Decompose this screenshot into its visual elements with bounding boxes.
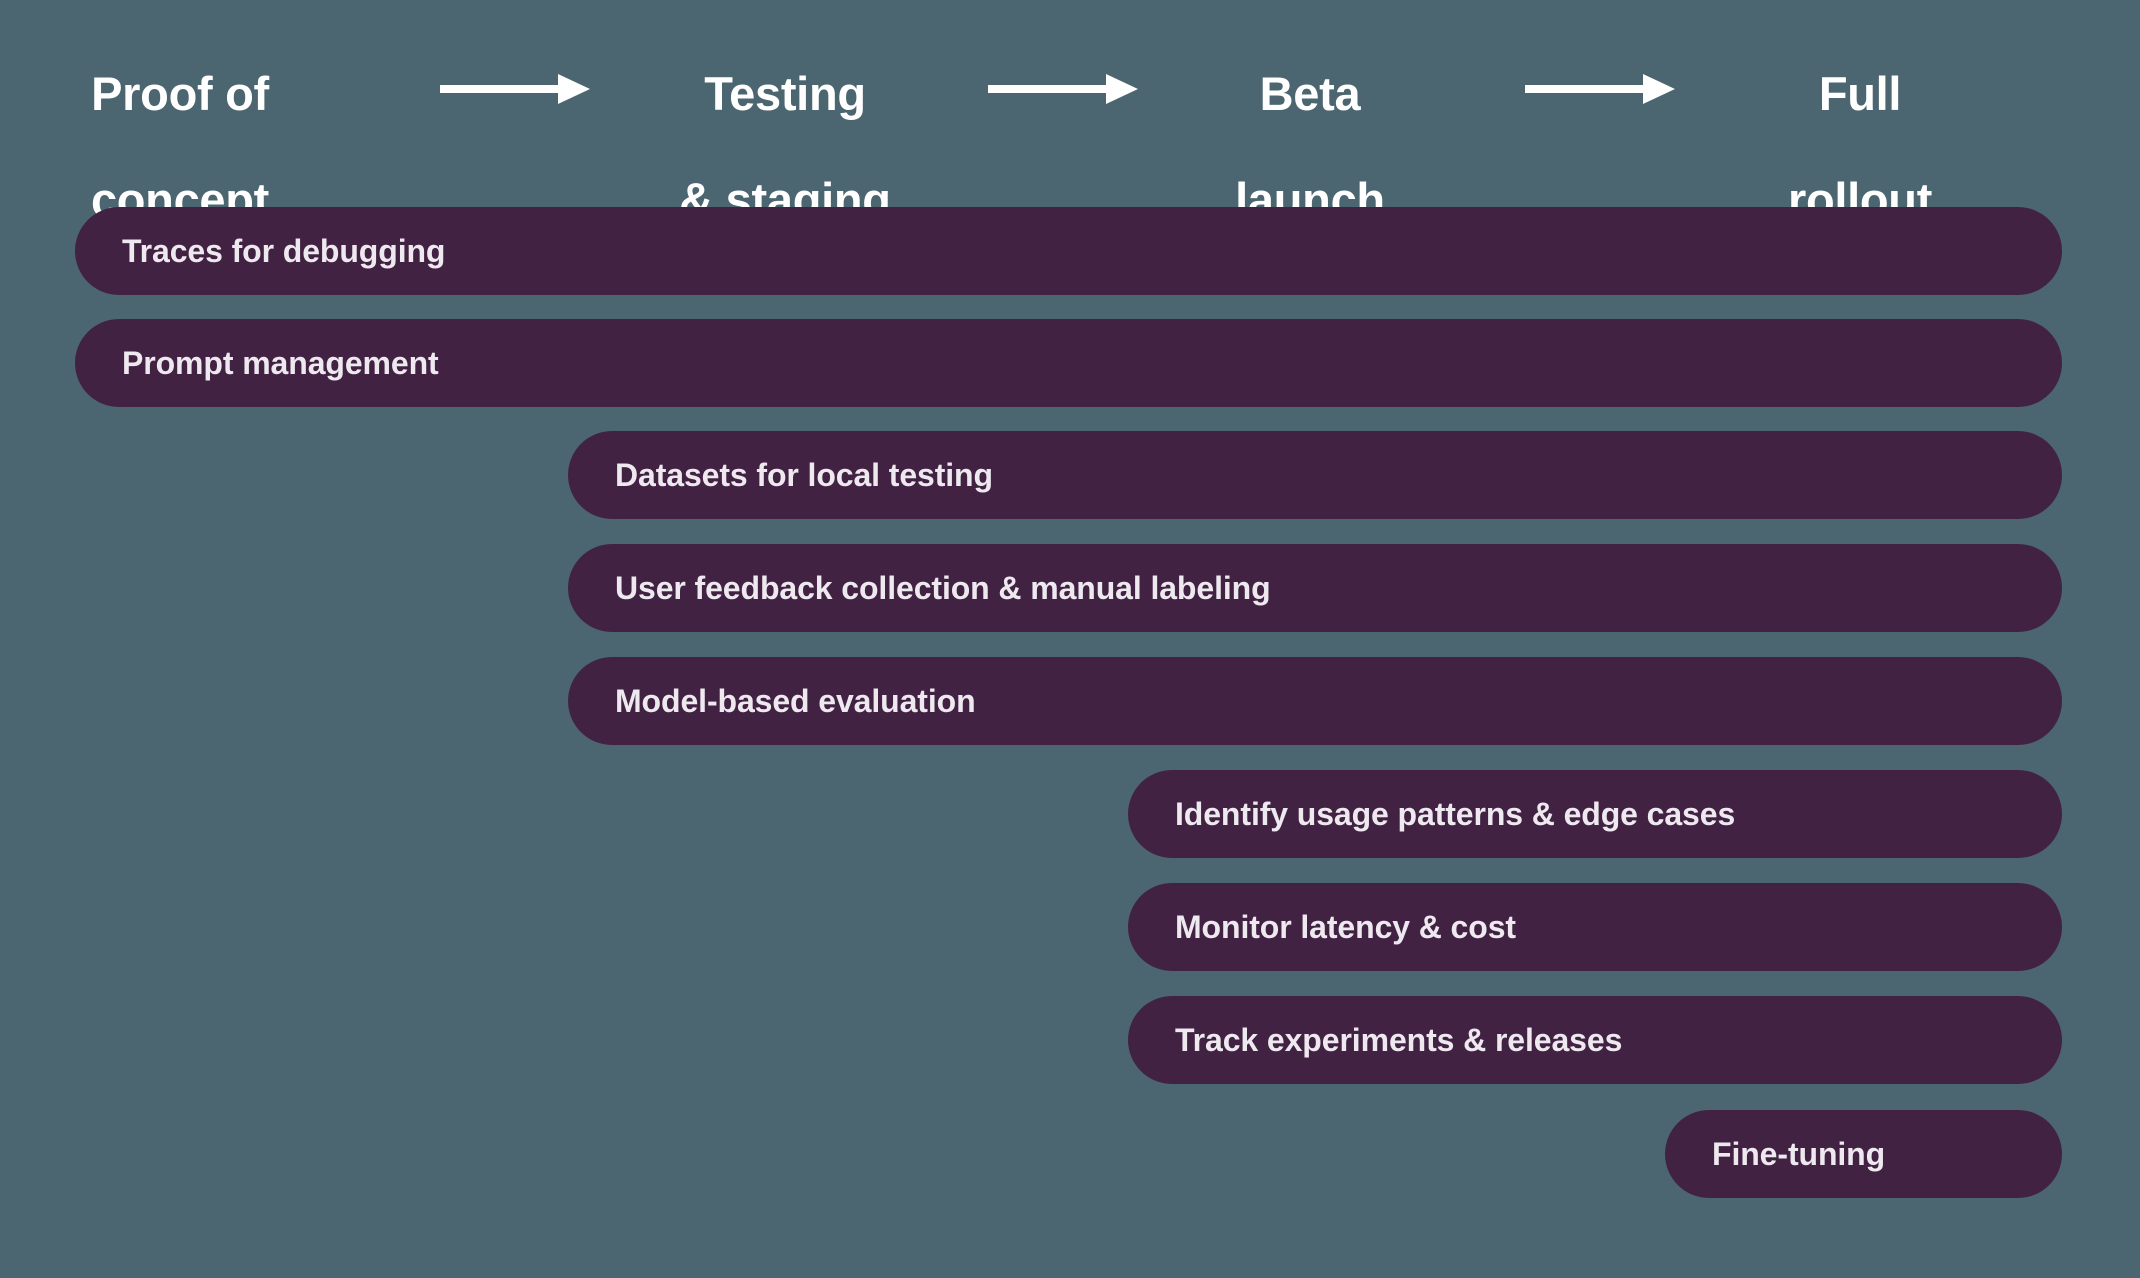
capability-bar-track-experiments-and-releases[interactable]: Track experiments & releases bbox=[1128, 996, 2062, 1084]
capability-bar-label: Prompt management bbox=[122, 344, 439, 381]
phase-label-line-1: Beta bbox=[1259, 67, 1361, 121]
arrow-1-icon bbox=[440, 74, 590, 104]
capability-bar-label: Track experiments & releases bbox=[1175, 1021, 1623, 1058]
arrow-2-icon bbox=[988, 74, 1138, 104]
capability-bar-label: Model-based evaluation bbox=[615, 682, 976, 719]
capability-bar-prompt-management[interactable]: Prompt management bbox=[75, 319, 2062, 407]
phase-label-line-1: Full bbox=[1818, 67, 1902, 121]
capability-bar-model-based-evaluation[interactable]: Model-based evaluation bbox=[568, 657, 2062, 745]
capability-bar-traces-for-debugging[interactable]: Traces for debugging bbox=[75, 207, 2062, 295]
capability-bar-label: Traces for debugging bbox=[122, 232, 446, 269]
capability-bar-monitor-latency-and-cost[interactable]: Monitor latency & cost bbox=[1128, 883, 2062, 971]
capability-bar-identify-usage-patterns[interactable]: Identify usage patterns & edge cases bbox=[1128, 770, 2062, 858]
phase-label-line-1: Proof of bbox=[91, 67, 269, 121]
capability-bar-label: Identify usage patterns & edge cases bbox=[1175, 795, 1736, 832]
capability-bar-label: User feedback collection & manual labeli… bbox=[615, 569, 1271, 606]
capability-bar-user-feedback-collection[interactable]: User feedback collection & manual labeli… bbox=[568, 544, 2062, 632]
capability-bar-label: Datasets for local testing bbox=[615, 456, 993, 493]
capability-bar-fine-tuning[interactable]: Fine-tuning bbox=[1665, 1110, 2062, 1198]
capability-bar-label: Monitor latency & cost bbox=[1175, 908, 1516, 945]
capability-bar-label: Fine-tuning bbox=[1712, 1135, 1886, 1172]
capability-bar-datasets-for-local-testing[interactable]: Datasets for local testing bbox=[568, 431, 2062, 519]
arrow-3-icon bbox=[1525, 74, 1675, 104]
phase-label-line-1: Testing bbox=[704, 67, 866, 121]
